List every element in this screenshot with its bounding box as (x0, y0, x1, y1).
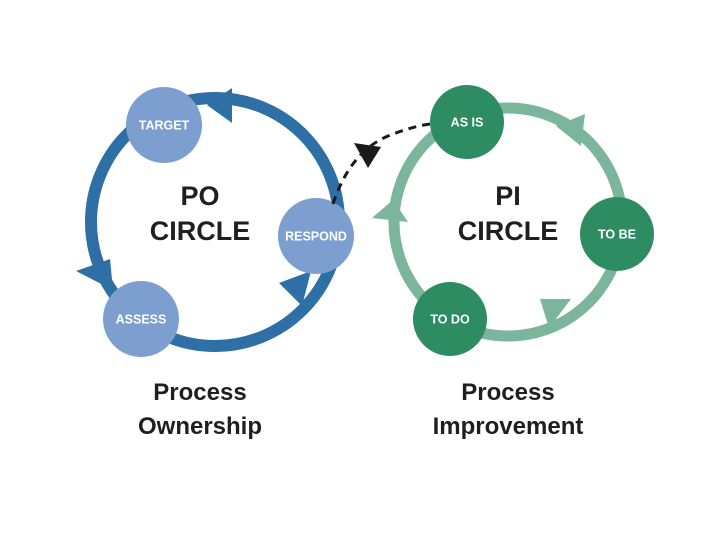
pi-node-as-is (430, 85, 504, 159)
po-node-assess (103, 281, 179, 357)
pi-arrow-top-right (556, 114, 585, 146)
pi-node-to-do (413, 282, 487, 356)
pi-node-to-be-label: TO BE (598, 227, 636, 241)
connector-arrow (331, 122, 431, 205)
po-node-respond-label: RESPOND (285, 229, 347, 243)
po-arrow-left (76, 259, 113, 290)
po-caption-line2: Ownership (138, 413, 262, 440)
po-caption-line1: Process (153, 379, 246, 406)
connector-arrowhead (354, 143, 381, 168)
po-node-assess-label: ASSESS (116, 312, 167, 326)
po-title-line2: CIRCLE (150, 216, 251, 246)
pi-title-line1: PI (495, 181, 521, 211)
connector-dashed-line (331, 122, 431, 205)
po-arrow-bottom-right (279, 271, 311, 306)
pi-node-as-is-label: AS IS (451, 115, 484, 129)
pi-arrow-bottom-right (540, 299, 571, 328)
po-node-target (126, 87, 202, 163)
po-arrow-top (207, 88, 232, 123)
pi-circle-group: AS IS TO BE TO DO PI CIRCLE Process Impr… (372, 85, 654, 440)
po-node-respond (278, 198, 354, 274)
pi-caption-line2: Improvement (433, 413, 584, 440)
po-circle-group: TARGET RESPOND ASSESS PO CIRCLE Process … (76, 87, 354, 440)
pi-node-to-do-label: TO DO (430, 312, 470, 326)
po-title-line1: PO (180, 181, 219, 211)
po-node-target-label: TARGET (139, 118, 190, 132)
pi-arrow-left (372, 200, 408, 222)
pi-caption-line1: Process (461, 379, 554, 406)
pi-node-to-be (580, 197, 654, 271)
pi-title-line2: CIRCLE (458, 216, 559, 246)
